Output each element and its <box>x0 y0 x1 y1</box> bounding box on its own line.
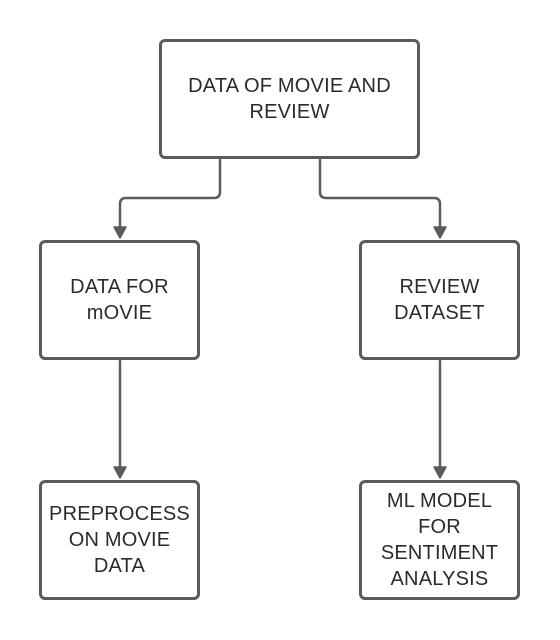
node-ml-label: ML MODEL FOR SENTIMENT ANALYSIS <box>380 490 499 590</box>
node-ml-model-for-sentiment-analysis: ML MODEL FOR SENTIMENT ANALYSIS <box>359 480 520 600</box>
arrowhead-to-preprocess <box>113 466 127 479</box>
arrowhead-to-review <box>433 226 447 239</box>
node-root-label: DATA OF MOVIE AND REVIEW <box>188 75 391 123</box>
node-preprocess-on-movie-data: PREPROCESS ON MOVIE DATA <box>39 480 200 600</box>
arrowhead-to-movie <box>113 226 127 239</box>
node-review-dataset: REVIEW DATASET <box>359 240 520 360</box>
node-preprocess-label: PREPROCESS ON MOVIE DATA <box>49 503 190 577</box>
node-data-for-movie: DATA FOR mOVIE <box>39 240 200 360</box>
node-review-label: REVIEW DATASET <box>394 276 485 324</box>
arrowhead-to-ml <box>433 466 447 479</box>
node-data-of-movie-and-review: DATA OF MOVIE AND REVIEW <box>159 39 420 159</box>
node-movie-label: DATA FOR mOVIE <box>70 276 169 324</box>
connector-root-to-review <box>318 158 442 231</box>
connector-root-to-movie <box>118 158 222 231</box>
